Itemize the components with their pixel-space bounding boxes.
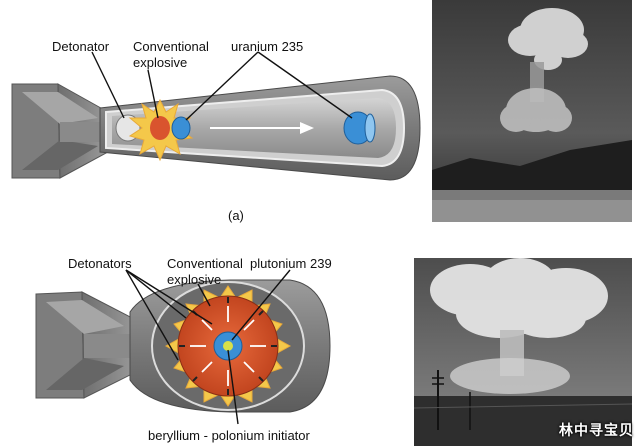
conventional-explosive-a xyxy=(150,116,170,140)
label-conventional-explosive-a-line2: explosive xyxy=(133,55,187,70)
watermark-text: 林中寻宝贝 xyxy=(559,423,634,439)
label-conventional-explosive-b-line1: Conventional xyxy=(167,256,243,271)
implosion-arrows xyxy=(190,306,266,386)
motion-arrow xyxy=(210,122,314,134)
bomb-tail-fins xyxy=(11,83,109,179)
label-conventional-explosive-a-line1: Conventional xyxy=(133,39,209,54)
caption-a: (a) xyxy=(228,208,244,223)
gun-type-bomb-diagram: Detonator Conventional explosive uranium… xyxy=(11,39,421,223)
label-detonators: Detonators xyxy=(68,256,132,271)
beryllium-polonium-initiator xyxy=(223,341,233,351)
uranium-projectile xyxy=(171,116,191,140)
leader-lines-b xyxy=(125,269,291,425)
label-uranium-235: uranium 235 xyxy=(231,39,303,54)
implosion-type-bomb-diagram: Detonators Conventional explosive pluton… xyxy=(35,256,332,443)
label-beryllium-polonium-initiator: beryllium - polonium initiator xyxy=(148,428,311,443)
photo-mushroom-cloud-bottom xyxy=(413,258,633,446)
label-conventional-explosive-b-line2: explosive xyxy=(167,272,221,287)
leader-lines-a xyxy=(91,51,353,121)
photo-mushroom-cloud-top xyxy=(432,0,632,222)
bomb-tail-fins-b xyxy=(35,291,137,399)
label-plutonium-239: plutonium 239 xyxy=(250,256,332,271)
label-detonator: Detonator xyxy=(52,39,110,54)
